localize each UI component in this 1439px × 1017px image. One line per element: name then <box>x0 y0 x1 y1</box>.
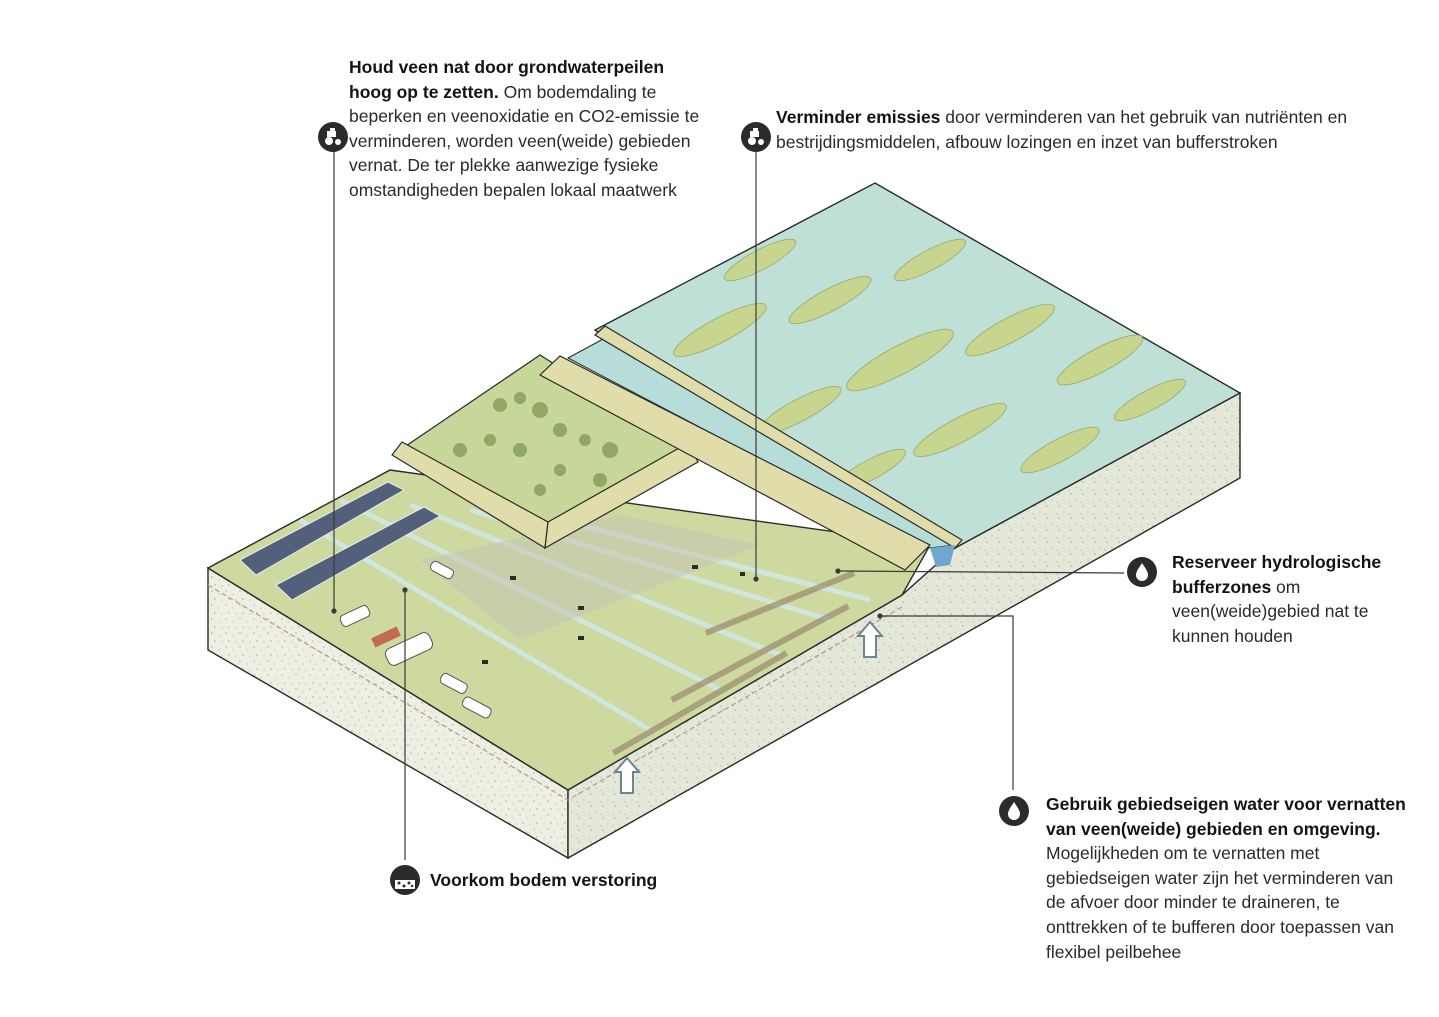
water-drop-icon <box>999 796 1029 826</box>
meadow-surface <box>206 469 932 791</box>
annotation-soil: Voorkom bodem verstoring <box>430 868 730 893</box>
annotation-buffer-body: om veen(weide)gebied nat te kunnen houde… <box>1172 576 1369 646</box>
water-drop-icon <box>1127 557 1157 587</box>
leader-lines <box>331 150 1125 860</box>
annotation-soil-title: Voorkom bodem verstoring <box>430 870 658 890</box>
annotation-local-water: Gebruik gebiedseigen water voor vernatte… <box>1046 792 1406 964</box>
annotation-emissions-body: door verminderen van het gebruik van nut… <box>776 107 1348 152</box>
wooded-parcel <box>391 354 699 550</box>
dike <box>538 355 932 571</box>
tractor-icon <box>741 122 771 152</box>
annotation-emissions: Verminder emissies door verminderen van … <box>776 105 1366 154</box>
annotation-buffer: Reserveer hydrologische bufferzones om v… <box>1172 550 1397 648</box>
annotation-local-water-title: Gebruik gebiedseigen water voor vernatte… <box>1046 794 1406 839</box>
annotation-groundwater-body: Om bodemdaling te beperken en veenoxidat… <box>349 81 700 200</box>
solar-panel <box>275 506 442 601</box>
dike <box>593 325 963 549</box>
annotation-buffer-title: Reserveer hydrologische bufferzones <box>1172 552 1382 597</box>
annotation-local-water-body: Mogelijkheden om te vernatten met gebied… <box>1046 843 1394 962</box>
peat-layer-line <box>207 584 903 801</box>
annotation-emissions-title: Verminder emissies <box>776 107 941 127</box>
tractor-icon <box>318 122 348 152</box>
upward-water-arrow <box>612 620 885 794</box>
solar-panel <box>239 481 406 576</box>
annotation-groundwater-title: Houd veen nat door grondwaterpeilen hoog… <box>349 57 665 102</box>
annotation-groundwater: Houd veen nat door grondwaterpeilen hoog… <box>349 55 709 203</box>
soil-icon <box>390 865 420 895</box>
meadow-area <box>206 469 932 791</box>
